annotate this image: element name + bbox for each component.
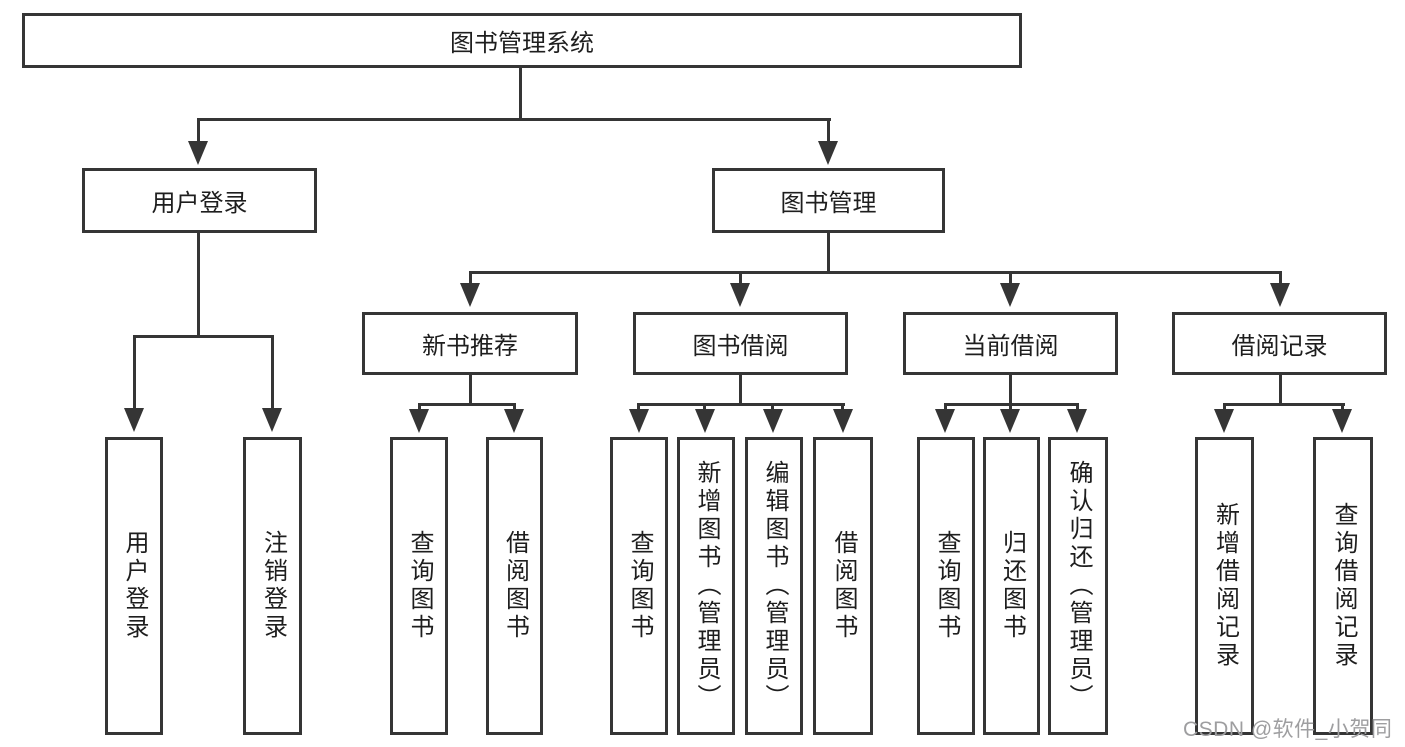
leaf-bb-borrow-books: 借阅图书: [813, 437, 873, 735]
leaf-cb-return-books-label: 归还图书: [998, 530, 1026, 642]
connector-new-book-stem: [469, 375, 472, 406]
arrow-down-icon: [1214, 409, 1234, 433]
node-user-login-label: 用户登录: [151, 190, 248, 217]
node-new-book-recommend-label: 新书推荐: [422, 333, 518, 360]
connector-book-borrow-bus: [637, 403, 845, 406]
leaf-br-query-record: 查询借阅记录: [1313, 437, 1373, 735]
leaf-br-add-record: 新增借阅记录: [1195, 437, 1254, 735]
arrow-down-icon: [1000, 283, 1020, 307]
arrow-down-icon: [833, 409, 853, 433]
connector-new-book-bus: [418, 403, 516, 406]
leaf-cb-return-books: 归还图书: [983, 437, 1040, 735]
connector-root-stem: [519, 68, 522, 120]
arrow-down-icon: [1270, 283, 1290, 307]
connector-user-login-stem: [197, 233, 200, 337]
node-user-login: 用户登录: [82, 168, 317, 233]
connector-book-management-stem: [827, 233, 830, 274]
leaf-cb-query-books: 查询图书: [917, 437, 975, 735]
node-library-management-system: 图书管理系统: [22, 13, 1022, 68]
arrow-down-icon: [1067, 409, 1087, 433]
leaf-cb-confirm-return-admin: 确认归还（管理员）: [1048, 437, 1108, 735]
leaf-logout: 注销登录: [243, 437, 302, 735]
arrow-down-icon: [763, 409, 783, 433]
connector-current-borrow-stem: [1009, 375, 1012, 406]
leaf-bb-add-books-admin: 新增图书（管理员）: [677, 437, 735, 735]
arrow-down-icon: [629, 409, 649, 433]
node-book-borrow: 图书借阅: [633, 312, 848, 375]
arrow-down-icon: [409, 409, 429, 433]
connector-to-current-borrow: [1009, 274, 1012, 286]
leaf-br-query-record-label: 查询借阅记录: [1330, 502, 1357, 670]
connector-borrow-records-bus: [1223, 403, 1345, 406]
node-book-management: 图书管理: [712, 168, 945, 233]
leaf-nb-borrow-books: 借阅图书: [486, 437, 543, 735]
connector-user-login-bus: [133, 335, 274, 338]
leaf-logout-label: 注销登录: [259, 530, 287, 642]
leaf-user-login-label: 用户登录: [121, 530, 148, 642]
connector-current-borrow-bus: [944, 403, 1079, 406]
arrow-down-icon: [818, 141, 838, 165]
node-book-management-label: 图书管理: [780, 190, 877, 217]
leaf-cb-confirm-return-admin-label: 确认归还（管理员）: [1065, 460, 1092, 712]
connector-to-borrow-records: [1279, 274, 1282, 286]
node-borrow-records: 借阅记录: [1172, 312, 1387, 375]
leaf-nb-query-books: 查询图书: [390, 437, 448, 735]
connector-book-borrow-stem: [739, 375, 742, 406]
leaf-bb-borrow-books-label: 借阅图书: [830, 530, 857, 642]
leaf-bb-edit-books-admin-label: 编辑图书（管理员）: [761, 460, 788, 712]
leaf-br-add-record-label: 新增借阅记录: [1211, 502, 1239, 670]
arrow-down-icon: [935, 409, 955, 433]
leaf-cb-query-books-label: 查询图书: [933, 530, 960, 642]
leaf-nb-borrow-books-label: 借阅图书: [501, 530, 529, 642]
node-new-book-recommend: 新书推荐: [362, 312, 578, 375]
connector-to-leaf-logout: [271, 337, 274, 411]
node-library-management-system-label: 图书管理系统: [450, 30, 594, 57]
arrow-down-icon: [188, 141, 208, 165]
leaf-bb-add-books-admin-label: 新增图书（管理员）: [693, 460, 720, 712]
connector-to-user-login: [197, 120, 200, 146]
leaf-bb-query-books: 查询图书: [610, 437, 668, 735]
node-current-borrow: 当前借阅: [903, 312, 1118, 375]
leaf-user-login: 用户登录: [105, 437, 163, 735]
arrow-down-icon: [1332, 409, 1352, 433]
connector-to-new-book: [469, 274, 472, 286]
node-book-borrow-label: 图书借阅: [692, 333, 789, 360]
watermark: CSDN @软件_小贺同学: [1183, 718, 1393, 741]
arrow-down-icon: [695, 409, 715, 433]
arrow-down-icon: [124, 408, 144, 432]
connector-to-book-management: [827, 120, 830, 146]
connector-book-management-bus: [469, 271, 1282, 274]
arrow-down-icon: [504, 409, 524, 433]
arrow-down-icon: [730, 283, 750, 307]
node-current-borrow-label: 当前借阅: [962, 333, 1059, 360]
leaf-bb-query-books-label: 查询图书: [626, 530, 653, 642]
node-borrow-records-label: 借阅记录: [1231, 333, 1328, 360]
arrow-down-icon: [460, 283, 480, 307]
arrow-down-icon: [262, 408, 282, 432]
connector-borrow-records-stem: [1279, 375, 1282, 406]
arrow-down-icon: [1000, 409, 1020, 433]
connector-to-book-borrow: [739, 274, 742, 286]
connector-to-leaf-user-login: [133, 337, 136, 411]
connector-root-bus: [197, 118, 831, 121]
leaf-nb-query-books-label: 查询图书: [406, 530, 433, 642]
leaf-bb-edit-books-admin: 编辑图书（管理员）: [745, 437, 803, 735]
